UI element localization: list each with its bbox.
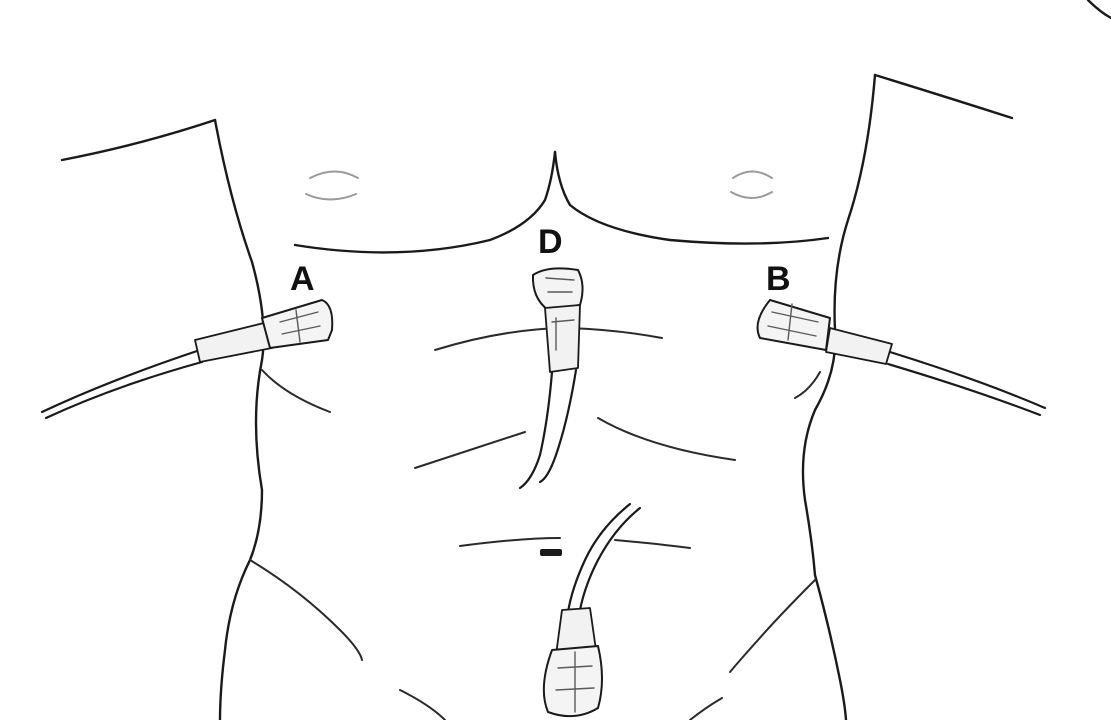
port-a-cable [42, 350, 200, 412]
port-a-cable-edge [46, 362, 202, 418]
port-label-b: B [766, 260, 791, 298]
umbilical-probe [544, 504, 640, 716]
right-shoulder-line [875, 75, 1012, 118]
mid-left-ab-line [415, 432, 525, 468]
right-rib-line [795, 372, 820, 398]
nipples [306, 172, 772, 200]
port-d-handle [545, 305, 580, 372]
right-pectoral-line [555, 152, 828, 244]
port-b-cable-edge [888, 364, 1040, 415]
abdominal-contours [250, 328, 820, 720]
left-flank-line [215, 120, 264, 720]
port-d-transducer-icon [533, 268, 583, 310]
lower-right-ab-line [615, 540, 690, 548]
right-inguinal-line [730, 580, 815, 672]
left-inguinal-line [250, 560, 362, 660]
left-nipple-icon [310, 172, 358, 179]
left-shoulder-line [62, 120, 215, 160]
port-d-probe [520, 268, 583, 488]
upper-right-ab-line [570, 328, 662, 338]
lower-left-ab-line [460, 538, 560, 546]
upper-left-ab-line [435, 328, 560, 350]
port-label-a: A [290, 260, 315, 298]
lower-right-groin-line [690, 698, 722, 720]
port-b-transducer-icon [758, 300, 830, 350]
umbilicus-mark [540, 549, 562, 556]
right-flank-line [803, 75, 875, 720]
left-nipple-lower-icon [306, 194, 356, 200]
mid-right-ab-line [598, 418, 735, 460]
lower-left-groin-line [400, 690, 445, 720]
left-pectoral-line [295, 152, 555, 252]
right-nipple-icon [733, 172, 772, 179]
umbilical-transducer-icon [544, 646, 602, 716]
port-d-cable [520, 372, 552, 488]
port-a-probe [42, 300, 332, 418]
port-b-handle [826, 328, 892, 364]
corner-fragment-line [1088, 0, 1111, 18]
torso-outline [62, 75, 1012, 720]
port-b-cable [890, 352, 1045, 408]
port-b-probe [758, 300, 1045, 415]
left-rib-line [262, 370, 330, 412]
right-nipple-lower-icon [731, 192, 772, 198]
port-a-handle [195, 322, 272, 362]
port-label-d: D [538, 223, 563, 261]
